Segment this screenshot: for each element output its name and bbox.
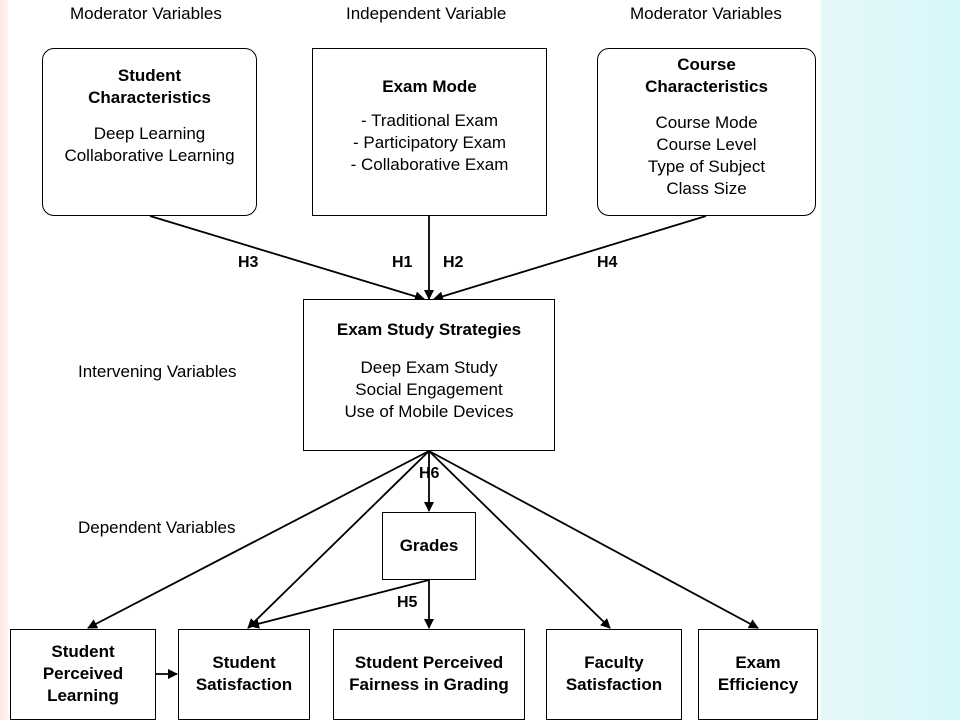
course-characteristics-item: Type of Subject [647,157,766,176]
grades-title: Grades [399,536,459,555]
hypothesis-h2: H2 [443,254,464,271]
arrow-to-satisfaction [247,450,430,629]
student-characteristics-item: Collaborative Learning [64,146,235,165]
faculty-satisfaction-box: Faculty Satisfaction [546,629,682,720]
outcome-line: Exam [735,653,781,672]
exam-mode-box: Exam Mode - Traditional Exam - Participa… [312,48,547,216]
outcome-line: Fairness in Grading [349,675,509,694]
arrow-h4 [433,215,707,302]
arrow-to-efficiency [428,450,759,629]
exam-mode-item: - Traditional Exam [361,111,498,130]
outcome-line: Student [212,653,276,672]
outcome-line: Learning [47,686,119,705]
outcome-line: Satisfaction [195,675,293,694]
student-characteristics-box: Student Characteristics Deep Learning Co… [42,48,257,216]
outcome-line: Perceived [42,664,124,683]
course-characteristics-title-2: Characteristics [645,77,768,96]
course-characteristics-box: Course Characteristics Course Mode Cours… [597,48,816,216]
outcome-line: Student [51,642,115,661]
exam-study-strategies-box: Exam Study Strategies Deep Exam Study So… [303,299,555,451]
hypothesis-h4: H4 [597,254,618,271]
student-characteristics-item: Deep Learning [93,124,206,143]
grades-box: Grades [382,512,476,580]
exam-study-strategies-item: Use of Mobile Devices [344,402,514,421]
header-intervening: Intervening Variables [78,362,237,381]
exam-study-strategies-item: Social Engagement [355,380,503,399]
arrow-grades-to-satisfaction [249,579,430,629]
exam-mode-item: - Participatory Exam [352,133,507,152]
header-dependent: Dependent Variables [78,518,236,537]
header-independent: Independent Variable [346,4,507,23]
outcome-line: Student Perceived [354,653,504,672]
exam-study-strategies-title: Exam Study Strategies [336,320,522,339]
student-satisfaction-box: Student Satisfaction [178,629,310,720]
exam-efficiency-box: Exam Efficiency [698,629,818,720]
course-characteristics-item: Course Mode [655,113,758,132]
exam-mode-title: Exam Mode [382,77,477,96]
student-characteristics-title-2: Characteristics [88,88,211,107]
hypothesis-h6: H6 [419,465,440,482]
student-characteristics-title-1: Student [117,66,182,85]
arrow-h3 [149,215,425,302]
student-perceived-fairness-box: Student Perceived Fairness in Grading [333,629,525,720]
course-characteristics-item: Class Size [666,179,747,198]
exam-mode-item: - Collaborative Exam [350,155,509,174]
header-moderator-right: Moderator Variables [630,4,782,23]
arrow-to-perceived-learning [87,450,430,629]
exam-study-strategies-item: Deep Exam Study [360,358,498,377]
student-perceived-learning-box: Student Perceived Learning [10,629,156,720]
hypothesis-h3: H3 [238,254,259,271]
header-moderator-left: Moderator Variables [70,4,222,23]
course-characteristics-item: Course Level [656,135,757,154]
arrow-to-faculty [428,450,611,629]
outcome-line: Satisfaction [565,675,663,694]
course-characteristics-title-1: Course [677,55,736,74]
hypothesis-h5: H5 [397,594,418,611]
hypothesis-h1: H1 [392,254,413,271]
outcome-line: Faculty [584,653,644,672]
outcome-line: Efficiency [717,675,799,694]
